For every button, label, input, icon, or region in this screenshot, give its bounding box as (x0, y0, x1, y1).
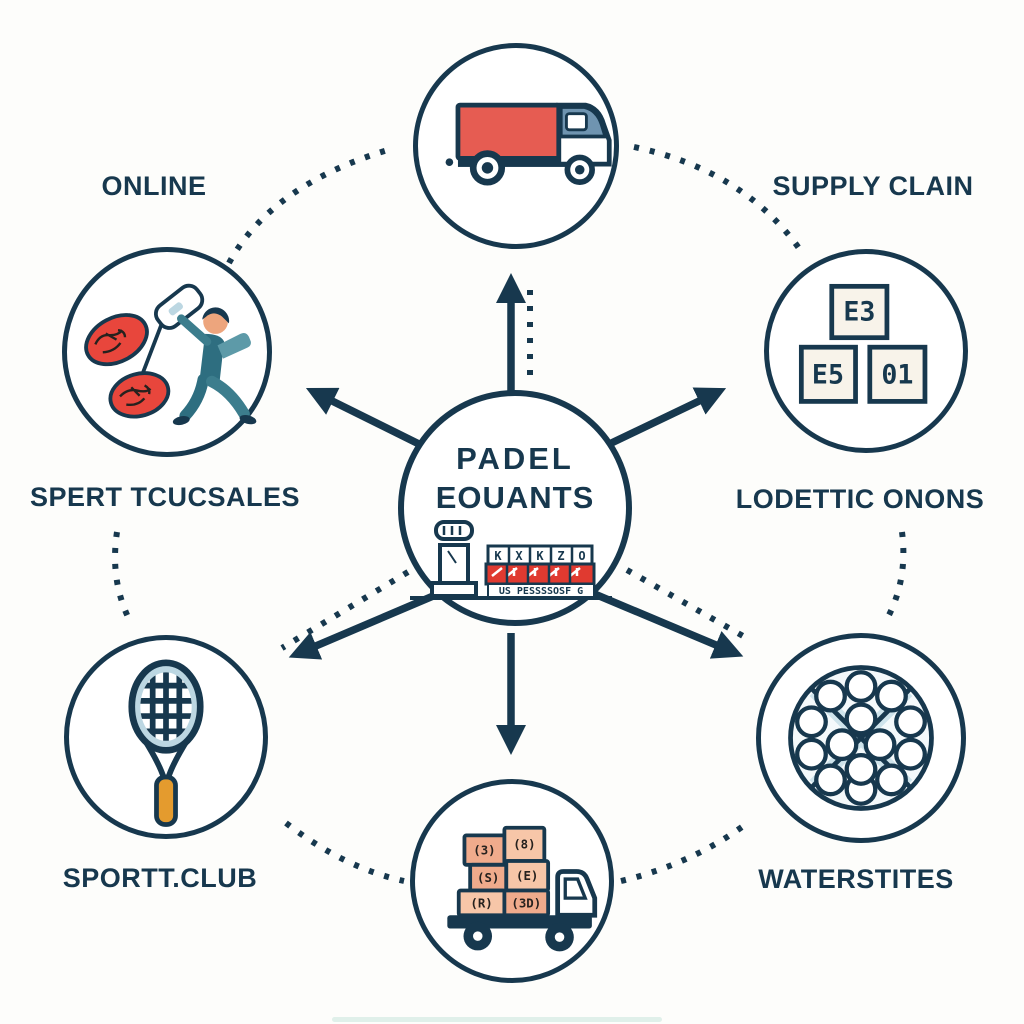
shelf-glyph: O (578, 549, 585, 563)
label-water-sites: WATERSTITES (758, 864, 954, 894)
dotted-arc-topleft-top (226, 146, 392, 265)
center-title: PADEL EOUANTS (436, 440, 595, 518)
shelf-glyph: Z (557, 549, 564, 563)
cargo-glyph: (8) (513, 838, 535, 852)
shelf-caption: US PESSSSOSF G (499, 586, 583, 597)
arrow-upper-right (599, 387, 727, 452)
padel-player-icon (84, 283, 257, 426)
bottom-accent-line (332, 1017, 662, 1022)
arrow-upper-left (305, 387, 431, 453)
stock-boxes-icon: E3 E5 01 (798, 283, 928, 404)
center-title-line1: PADEL (456, 441, 574, 477)
node-balls-ring (756, 633, 966, 843)
cargo-glyph: (3D) (511, 897, 541, 911)
cargo-glyph: (E) (516, 869, 538, 883)
node-padel-player (62, 247, 272, 457)
dotted-left-vertical (112, 531, 131, 619)
shelf-glyph: K (494, 549, 502, 563)
label-logistic-options: LODETTIC ONONS (735, 484, 985, 514)
balls-ring-icon (788, 665, 934, 811)
cargo-glyph: (3) (473, 843, 495, 857)
delivery-truck-icon (445, 102, 612, 186)
center-title-line2: EOUANTS (435, 480, 595, 515)
dotted-right-vertical (885, 531, 907, 619)
box-label-01: 01 (881, 359, 913, 390)
node-delivery-truck (413, 43, 619, 249)
loaded-truck-icon: (3) (8) (S) (E) (R) (3D) (447, 825, 598, 952)
node-stock-boxes: E3 E5 01 (764, 249, 968, 453)
cargo-glyph: (R) (470, 897, 492, 911)
node-loaded-truck: (3) (8) (S) (E) (R) (3D) (410, 779, 614, 983)
dotted-arc-bottomleft-bottom (284, 820, 405, 884)
label-sport-sales: SPERT TCUCSALES (29, 482, 301, 512)
shelf-glyph: K (536, 549, 544, 563)
node-center-padel-equipment: PADEL EOUANTS K X K Z O US PESSSS (398, 390, 632, 626)
label-online: ONLINE (101, 171, 207, 201)
dotted-arc-top-topright (633, 144, 804, 253)
box-label-e3: E3 (843, 297, 875, 328)
node-racket (64, 635, 268, 839)
cargo-glyph: (S) (477, 871, 499, 885)
shop-counter-icon: K X K Z O US PESSSSOSF G (410, 519, 612, 600)
shelf-glyph: X (515, 549, 523, 563)
label-sport-club: SPORTT.CLUB (62, 863, 258, 893)
label-supply-chain: SUPPLY CLAIN (772, 171, 974, 201)
box-label-e5: E5 (812, 359, 844, 390)
dotted-arc-bottom-bottomright (620, 821, 748, 884)
racket-icon (128, 659, 204, 827)
dotted-links (112, 144, 907, 884)
